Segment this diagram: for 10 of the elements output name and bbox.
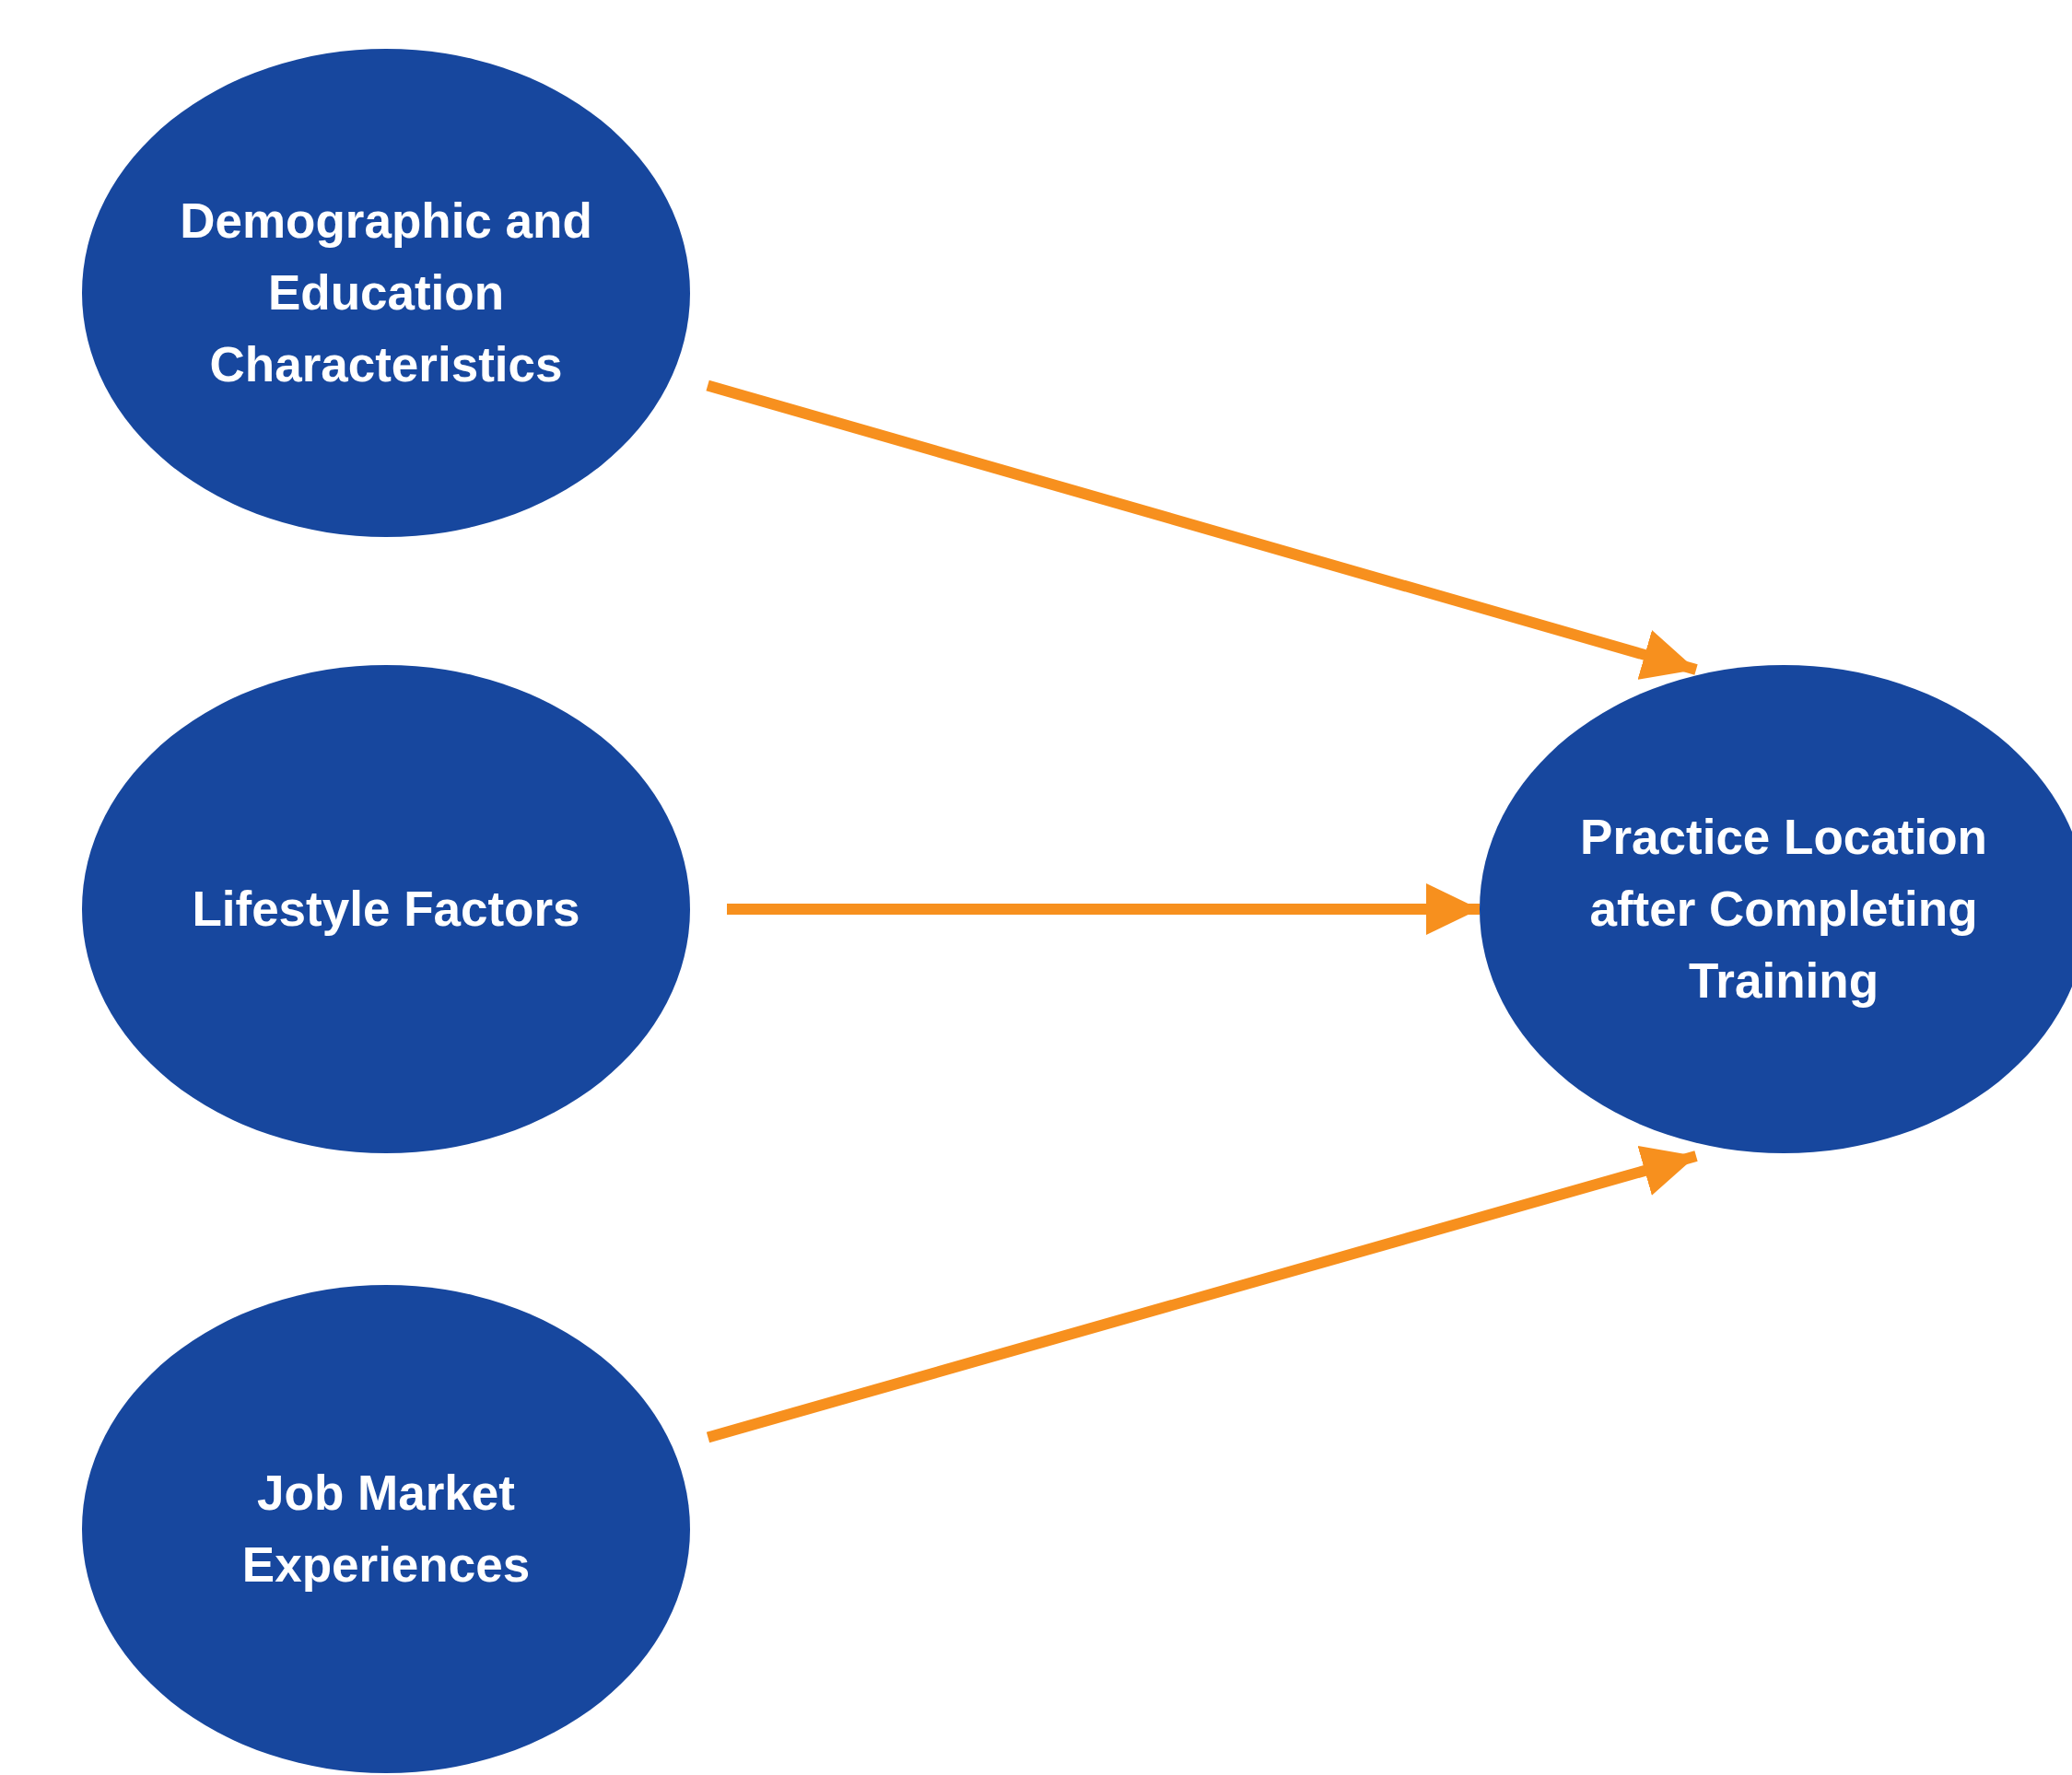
- arrow: [727, 883, 1480, 935]
- arrow: [706, 1145, 1698, 1443]
- ellipse-node: [82, 665, 690, 1153]
- ellipse-node: [82, 1285, 690, 1773]
- arrow: [706, 380, 1698, 680]
- node-label: Job Market Experiences: [240, 1465, 532, 1594]
- node-label: Demographic and Education Characteristics: [179, 193, 593, 393]
- ellipse-node: [82, 49, 690, 537]
- node-label: Lifestyle Factors: [191, 881, 581, 938]
- node-label: Practice Location after Completing Training: [1579, 809, 1988, 1010]
